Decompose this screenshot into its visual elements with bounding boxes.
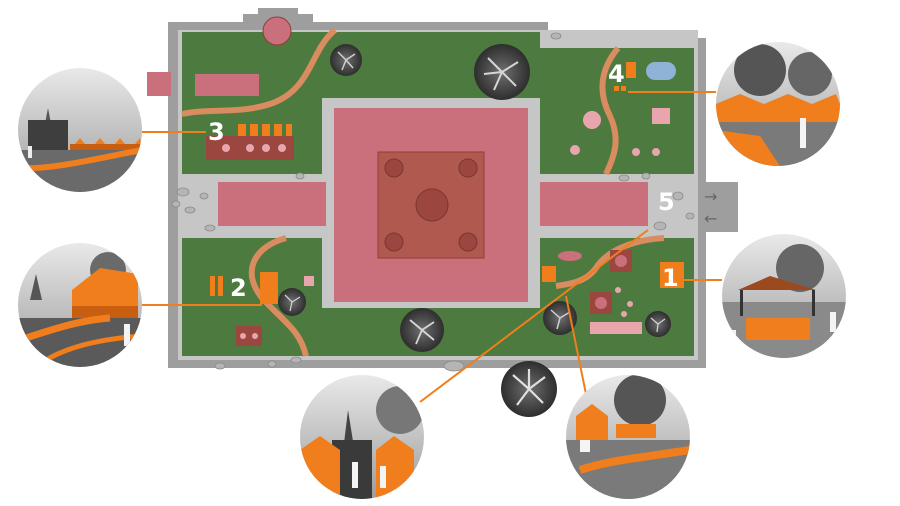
- entrance-out-arrow: ←: [704, 209, 717, 228]
- sw-stall-main: [260, 272, 278, 304]
- ne-stall-small-a: [614, 86, 619, 91]
- chedi-sw: [384, 232, 404, 252]
- tree-s1: [400, 308, 444, 352]
- photo-zone-2: [18, 243, 142, 367]
- tree-n1: [330, 44, 362, 76]
- zone-marker-2: 2: [230, 274, 247, 302]
- zone-marker-3: 3: [208, 118, 225, 146]
- nw-stalls: [238, 124, 292, 136]
- west-annex: [147, 72, 171, 96]
- site-plan: → ← 1 2 3 4 5: [142, 8, 738, 417]
- photo-zone-6: [566, 375, 690, 499]
- connector-lines: [142, 91, 722, 403]
- ne-stall: [626, 62, 636, 78]
- ne-pink-tree: [583, 111, 601, 129]
- tree-outside: [501, 361, 557, 417]
- ne-stall-small-b: [621, 86, 626, 91]
- zone-marker-1: 1: [662, 264, 679, 292]
- sw-stall-a: [210, 276, 215, 296]
- sw-stall-b: [218, 276, 223, 296]
- west-hall: [218, 182, 326, 226]
- north-pavilion: [262, 16, 292, 46]
- nw-pink-block: [195, 74, 259, 96]
- tree-sw: [278, 288, 306, 316]
- zone-marker-5: 5: [658, 188, 675, 216]
- main-chedi: [415, 188, 449, 222]
- tree-se2: [645, 311, 671, 337]
- chedi-nw: [384, 158, 404, 178]
- nw-walkway: [181, 27, 337, 117]
- se-pink-oval: [558, 251, 582, 261]
- ne-pond: [646, 62, 676, 80]
- se-stall-2: [542, 266, 556, 282]
- ne-dot-c: [652, 148, 660, 156]
- east-hall: [540, 182, 648, 226]
- photo-zone-4: [716, 42, 840, 166]
- ne-dot-a: [570, 145, 580, 155]
- ne-walkway: [599, 46, 621, 176]
- chedi-ne: [458, 158, 478, 178]
- nw-tables: [222, 144, 286, 152]
- sw-pink-square: [304, 276, 314, 286]
- ne-pink-square: [652, 108, 670, 124]
- se-pink-bench: [590, 322, 642, 334]
- photo-zone-1: [722, 234, 846, 358]
- entrance-in-arrow: →: [704, 187, 717, 206]
- zone-marker-4: 4: [608, 60, 625, 88]
- sw-table-block: [236, 326, 262, 346]
- chedi-se: [458, 232, 478, 252]
- se-stall-1: [660, 262, 684, 288]
- photo-zone-3: [18, 68, 142, 192]
- tree-n2: [474, 44, 530, 100]
- photo-zone-5: [300, 375, 424, 499]
- ne-dot-b: [632, 148, 640, 156]
- rocks: [171, 32, 695, 372]
